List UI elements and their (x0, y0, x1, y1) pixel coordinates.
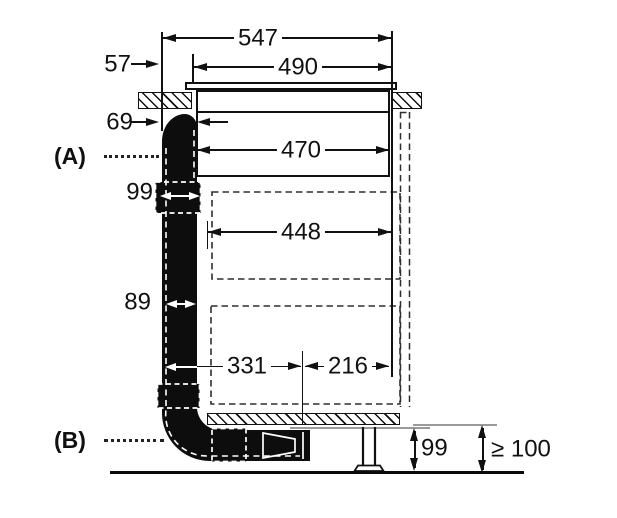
dim-331-white-shaft (172, 365, 197, 368)
arrow-right-icon (378, 227, 391, 236)
arrow-right-icon (376, 145, 389, 154)
duct-hose-dashed-outline (164, 130, 300, 457)
arrow-left-icon (208, 227, 221, 236)
cabinet-bottom-shelf (207, 413, 400, 425)
right-extension-line (391, 31, 393, 377)
arrow-right-icon (185, 300, 196, 309)
arrow-left-icon (163, 33, 176, 42)
dim448-left-extension (206, 221, 208, 249)
cabinet-side-panel-dashed (399, 111, 411, 407)
arrow-down-icon (410, 458, 419, 471)
dim-min-floor-clearance-label: ≥ 100 (491, 435, 551, 463)
arrow-right-icon (378, 62, 391, 71)
arrow-up-icon (410, 427, 419, 441)
duct-joint-collar-bottom (211, 427, 247, 463)
callout-b-label: (B) (54, 426, 86, 453)
dim-69-leader (131, 121, 148, 123)
callout-b-leader (104, 438, 164, 442)
arrow-right-icon (146, 59, 159, 68)
cabinet-dashed-box-upper (211, 191, 401, 280)
dim-99-plinth-shaft (414, 431, 416, 468)
arrow-left-icon (166, 300, 177, 309)
callout-a-label: (A) (54, 142, 86, 169)
worktop-right-section (392, 92, 422, 109)
dim-57-leader (131, 63, 148, 65)
arrow-right-icon (146, 117, 159, 126)
arrow-right-icon (189, 192, 200, 201)
arrow-right-icon (378, 33, 391, 42)
arrow-down-icon (478, 459, 487, 473)
arrow-right-icon (288, 362, 301, 370)
dim-duct-width-label: 89 (124, 288, 151, 316)
cabinet-dashed-box-lower (210, 305, 401, 405)
arrow-left-icon (165, 362, 176, 371)
floor-line (110, 470, 524, 474)
arrow-left-icon (197, 145, 210, 154)
dim-rear-offset-label: 57 (104, 50, 131, 78)
shelf-bottom-reference-line (413, 424, 497, 426)
arrow-left-icon (160, 192, 171, 201)
hob-glass-top (185, 82, 397, 90)
plinth-outlet-diffuser (262, 431, 296, 460)
rear-reference-line (161, 32, 163, 131)
arrow-right-icon (376, 362, 389, 370)
arrow-left-icon (197, 117, 210, 126)
arrow-up-icon (478, 424, 487, 438)
dim-inner-clearance-label: 448 (276, 219, 326, 245)
hob-body-divider-line (198, 111, 388, 113)
center-reference-line (302, 351, 304, 425)
exhaust-duct (161, 113, 310, 461)
dim-99-duct-shaft (168, 195, 192, 197)
dim-plinth-height-label: 99 (421, 434, 448, 462)
dim-appliance-width-label: 470 (276, 137, 326, 163)
duct-joint-collar-mid (156, 383, 201, 409)
dim-100-shaft (482, 428, 484, 470)
arrow-left-icon (194, 62, 207, 71)
worktop-left-section (138, 92, 192, 109)
dim-duct-to-center-label: 331 (222, 353, 272, 379)
dim-overall-width-label: 547 (233, 25, 283, 51)
dim-duct-joint-width-label: 99 (126, 178, 153, 206)
dim-center-to-side-label: 216 (323, 353, 373, 379)
cabinet-leg (361, 427, 377, 466)
dim-duct-offset-label: 69 (106, 108, 133, 136)
cutout-edge-extension-line (192, 54, 194, 82)
dim-69-leader-right (209, 121, 228, 123)
dim-89-duct-shaft (172, 303, 188, 305)
arrow-left-icon (305, 362, 318, 370)
dim-cutout-width-label: 490 (273, 54, 323, 80)
plinth-top-reference-line (290, 427, 430, 429)
callout-a-leader (104, 154, 159, 158)
